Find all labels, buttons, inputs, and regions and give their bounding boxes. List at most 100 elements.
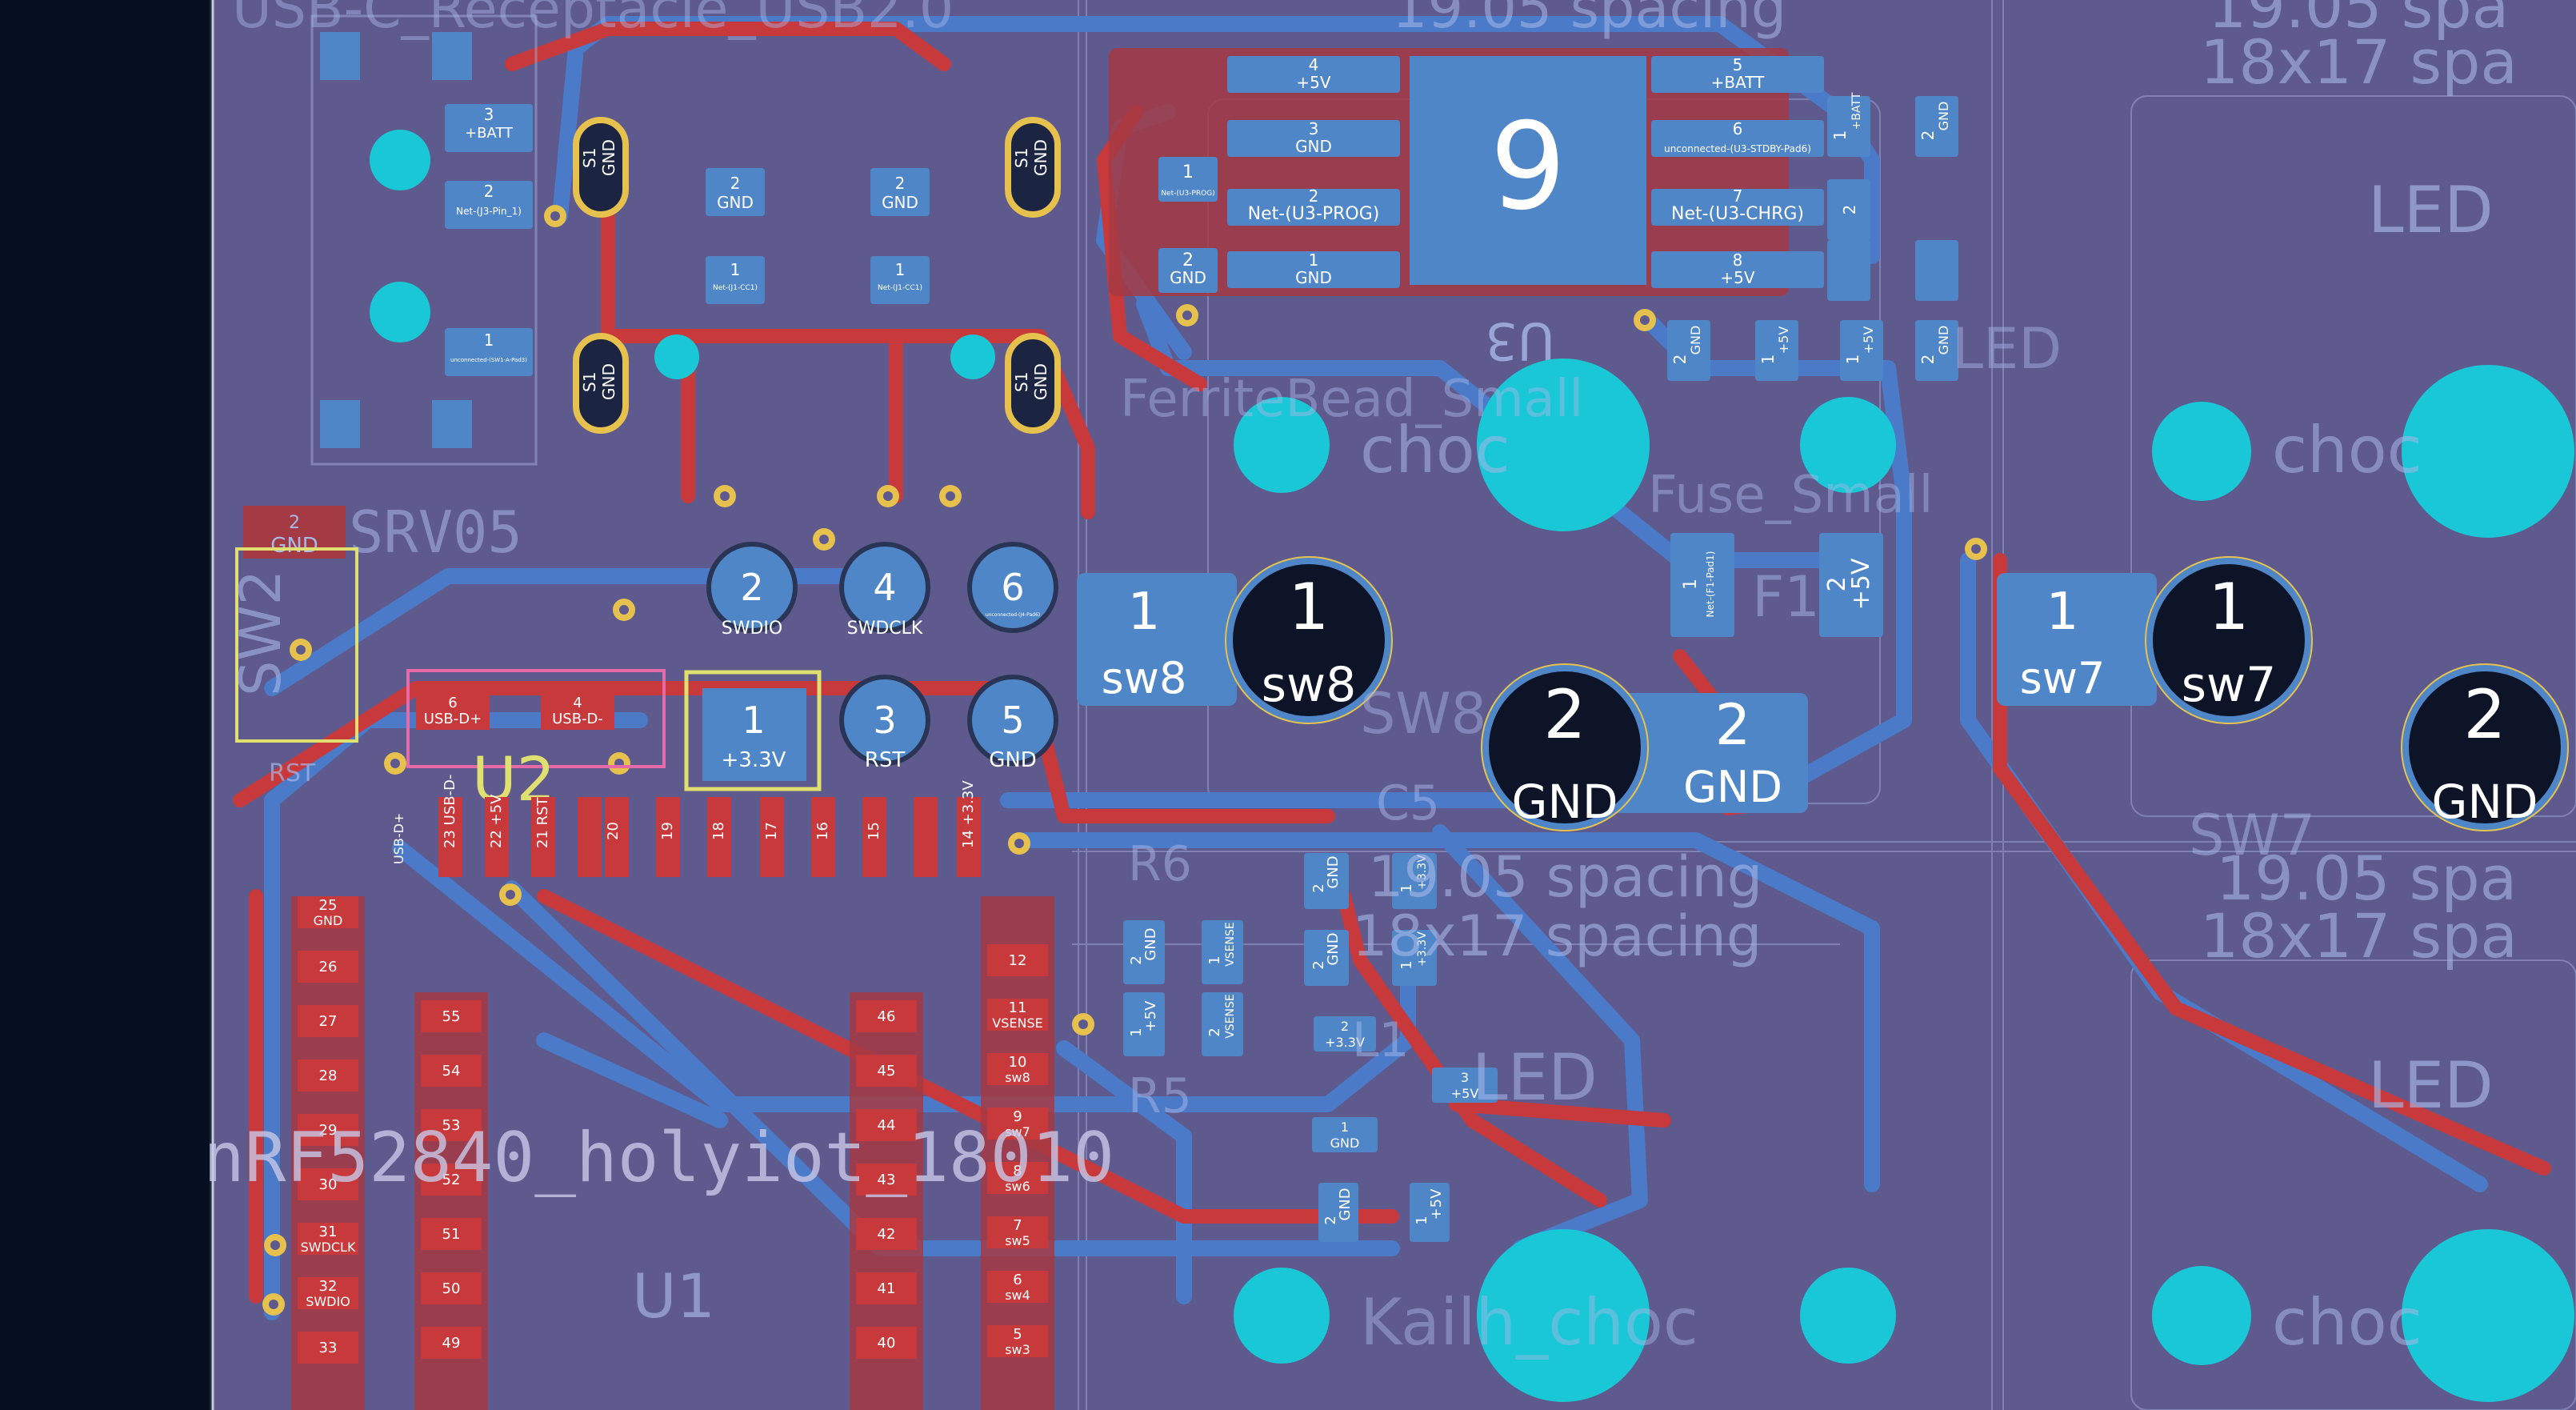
prog-res-net: Net-(U3-PROG) bbox=[1161, 190, 1214, 198]
switch-sw7[interactable]: 1 sw7 1 sw7 2 GND bbox=[1997, 365, 2574, 831]
usb-c-connector[interactable]: 3 +BATT 2 Net-(J3-Pin_1) 1 unconnected-(… bbox=[310, 14, 538, 466]
u3-pad5-net: +BATT bbox=[1711, 73, 1765, 92]
u1-pin-pad bbox=[298, 1060, 358, 1092]
u1-pin-number: 43 bbox=[878, 1172, 896, 1188]
sw7-pad1-label-left: sw7 bbox=[2020, 653, 2106, 703]
prog-res-gnd: GND bbox=[1170, 268, 1206, 287]
u1-pin-pad bbox=[987, 1271, 1048, 1303]
u1-pin-number: 53 bbox=[442, 1117, 461, 1134]
u2-pin23-net: USB-D- bbox=[442, 775, 458, 826]
u1-pin-number: 50 bbox=[442, 1280, 461, 1297]
f1-pad1-net: Net-(F1-Pad1) bbox=[1705, 551, 1716, 618]
swd-pin6-num: 6 bbox=[1001, 566, 1024, 609]
u1-pin-pad bbox=[987, 1162, 1048, 1194]
u2-ic[interactable]: 6 USB-D+ 4 USB-D- U2 23 USB-D- bbox=[269, 669, 981, 877]
u1-pin-pad bbox=[421, 1000, 482, 1032]
srv05-esd[interactable]: 2 GND SRV05 bbox=[243, 499, 522, 566]
silkscreen-layer: USB-C_Receptacle_USB2.0 19.05 spacing 19… bbox=[232, 0, 2518, 1360]
silk-sw8: SW8 bbox=[1360, 681, 1486, 747]
u1-pin-net: sw6 bbox=[1005, 1179, 1030, 1194]
ldo-cap-gnd: GND bbox=[1337, 1188, 1354, 1220]
u3-pad8-net: +5V bbox=[1720, 268, 1754, 287]
rst-silk: RST bbox=[269, 759, 316, 787]
u1-pin-pad bbox=[856, 1272, 917, 1304]
switch-sw8[interactable]: 1 sw8 1 sw8 2 GND 2 GND bbox=[1077, 359, 1896, 831]
u1-pin-number: 42 bbox=[878, 1226, 896, 1243]
u3-pad2-net: Net-(U3-PROG) bbox=[1248, 204, 1380, 224]
sw8-pad1-num-left: 1 bbox=[1128, 583, 1161, 642]
cc2-pad1-net: Net-(J1-CC1) bbox=[878, 284, 922, 292]
u1-pin-net: sw5 bbox=[1005, 1233, 1030, 1248]
u2-pin14-num: 14 bbox=[960, 830, 977, 848]
u1-pin-number: 11 bbox=[1009, 999, 1027, 1016]
swd-pin4-label: SWDCLK bbox=[847, 619, 923, 639]
u1-pin-net: sw4 bbox=[1005, 1288, 1030, 1303]
u1-pin-number: 30 bbox=[319, 1176, 338, 1193]
silk-r5: R5 bbox=[1128, 1068, 1192, 1124]
u2-pin21: 21 RST bbox=[534, 796, 551, 848]
sw8-pad1-label: sw8 bbox=[1262, 657, 1357, 713]
silk-f1: F1 bbox=[1752, 564, 1820, 630]
sw8-pad2-num-right: 2 bbox=[1715, 692, 1751, 758]
u3-pad3-num: 3 bbox=[1309, 119, 1319, 138]
silk-spacing-right-2: 18x17 spa bbox=[2200, 26, 2518, 98]
u1-pin-net: sw3 bbox=[1005, 1342, 1030, 1357]
switch-row-bottom bbox=[1234, 1229, 2574, 1402]
u3-charger-ic[interactable]: 9 4 +5V 3 GND 2 Net-(U3-PROG) 1 GND bbox=[1109, 48, 1824, 370]
div-r2-5v: +5V bbox=[1142, 1000, 1159, 1032]
u1-pin-pad bbox=[856, 1055, 917, 1087]
u1-pin-pad bbox=[856, 1109, 917, 1141]
swd-header[interactable]: 2 SWDIO 4 SWDCLK 6 unconnected-(J4-Pad6)… bbox=[684, 542, 1058, 791]
ldo-pad2-num: 2 bbox=[1341, 1019, 1349, 1034]
s1-mounting-pads[interactable]: S1 GND S1 GND S1 GND S1 GND bbox=[573, 117, 1061, 434]
u1-pin-net: SWDIO bbox=[306, 1294, 350, 1309]
u1-pin-number: 55 bbox=[442, 1008, 461, 1025]
ldo-cap-pad2: 2 bbox=[1322, 1216, 1339, 1224]
u1-pin-pad bbox=[298, 1114, 358, 1146]
u2-left-label: USB-D+ bbox=[391, 813, 406, 864]
sw8-pad1-label-left: sw8 bbox=[1102, 653, 1187, 703]
sw7-pad2-label: GND bbox=[2432, 775, 2538, 829]
vias bbox=[262, 205, 1987, 1316]
batt-conn-pad3-net: +BATT bbox=[465, 125, 514, 142]
silk-l1: L1 bbox=[1352, 1012, 1410, 1068]
srv05-gnd-num: 2 bbox=[289, 513, 300, 533]
u2-pin20: 20 bbox=[605, 822, 622, 840]
sw2-button[interactable]: SW2 bbox=[228, 547, 358, 743]
swd-pin2-label: SWDIO bbox=[722, 619, 782, 639]
swd-pin1-num: 1 bbox=[742, 699, 765, 742]
u1-pin-pad bbox=[856, 1327, 917, 1359]
cc-resistors[interactable]: 2 GND 1 Net-(J1-CC1) 2 GND 1 Net-(J1-CC1… bbox=[706, 168, 930, 304]
sw8-pad2-label: GND bbox=[1512, 775, 1618, 829]
u2-pin23: 23 USB-D- bbox=[442, 775, 458, 848]
u1-pin-pad bbox=[856, 1218, 917, 1250]
sw7-pad2-num: 2 bbox=[2463, 675, 2506, 754]
div-r2-vs: VSENSE bbox=[1224, 994, 1237, 1039]
silk-spacing-3: 19.05 spacing bbox=[1368, 844, 1762, 910]
u2-pin19: 19 bbox=[659, 822, 676, 840]
u3-prog-resistor[interactable]: 1 Net-(U3-PROG) 2 GND bbox=[1158, 157, 1218, 293]
u1-pin-pad bbox=[298, 1168, 358, 1200]
srv05-label: SRV05 bbox=[349, 499, 522, 566]
u1-pin-number: 45 bbox=[878, 1063, 896, 1080]
swd-pin4-num: 4 bbox=[873, 566, 896, 609]
u1-pin-pad bbox=[298, 1223, 358, 1255]
u1-pin-pad bbox=[421, 1327, 482, 1359]
swd-pin2-num: 2 bbox=[740, 566, 763, 609]
ldo-c-pad2: 2 bbox=[1310, 883, 1327, 892]
u1-pin-number: 10 bbox=[1009, 1054, 1027, 1071]
u1-pin-pad bbox=[421, 1164, 482, 1196]
ldo-cap-5v: +5V bbox=[1428, 1188, 1445, 1220]
swd-pin5-label: GND bbox=[989, 748, 1037, 772]
s1-label-3: S1 bbox=[580, 372, 599, 392]
u2-pin22: 22 +5V bbox=[488, 794, 505, 848]
silk-choc-3: choc bbox=[2272, 1285, 2422, 1360]
silk-spacing-1: 19.05 spacing bbox=[1392, 0, 1786, 41]
row-5v-net: +5V bbox=[1776, 326, 1791, 355]
